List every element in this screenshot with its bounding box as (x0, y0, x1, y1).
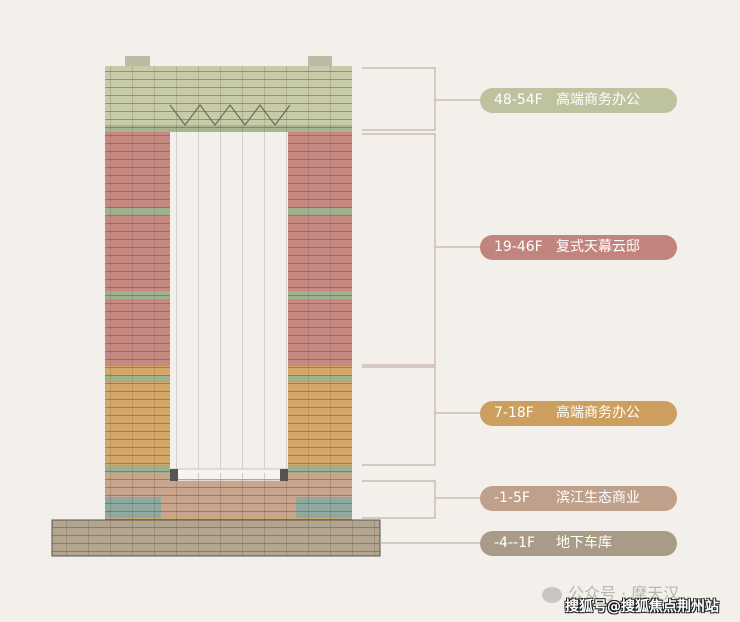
roof-cap-left (125, 56, 150, 68)
basement-garage (51, 519, 381, 557)
watermark-source: 搜狐号@搜狐焦点荆州站 (565, 599, 719, 615)
commercial-podium (105, 468, 352, 527)
wechat-icon (542, 586, 562, 603)
watermark-account: 公众号 · 摩天汉 (542, 580, 679, 604)
roof-cap-right (308, 56, 332, 68)
zone-brackets (362, 67, 480, 544)
